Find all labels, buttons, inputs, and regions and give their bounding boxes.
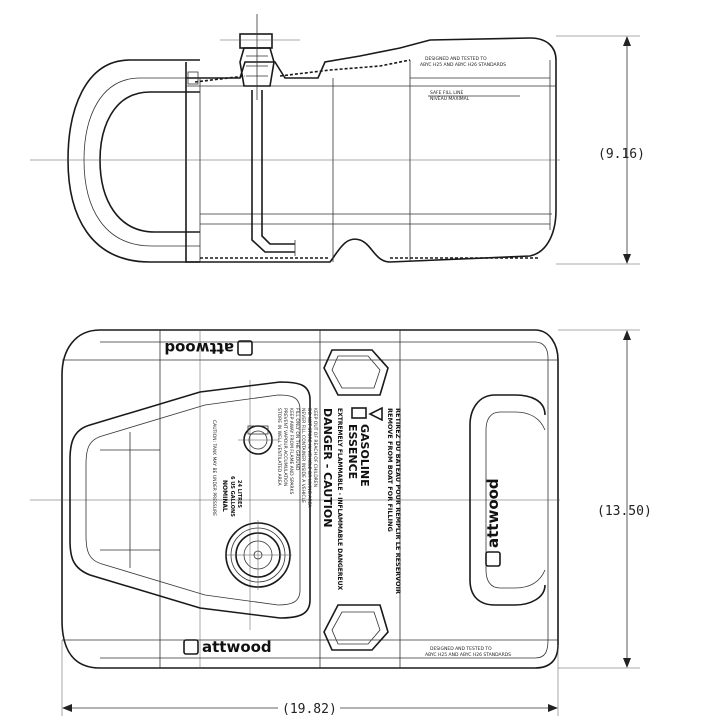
dimension-length: (19.82) xyxy=(61,640,559,717)
warning-sub: EXTREMELY FLAMMABLE - INFLAMMABLE DANGER… xyxy=(336,408,343,590)
top-certified: DESIGNED AND TESTED TO xyxy=(430,646,492,652)
svg-text:STORE IN WELL VENTILATED AREA: STORE IN WELL VENTILATED AREA xyxy=(276,408,282,487)
warning-title: DANGER - CAUTION xyxy=(321,408,334,527)
flame-warning-icon xyxy=(368,406,383,422)
fuel-fitting-icon xyxy=(220,14,300,100)
svg-text:attwood: attwood xyxy=(202,638,272,656)
grip-pad-bottom xyxy=(323,604,389,651)
top-view: attwood attwood attwood RETIREZ DU BATEA… xyxy=(30,329,560,669)
fuel-fr: ESSENCE xyxy=(346,424,359,479)
top-handle-recess xyxy=(69,381,311,619)
capacity-title: NOMINAL xyxy=(221,480,228,512)
side-logo-icon xyxy=(187,71,199,85)
side-certified: DESIGNED AND TESTED TO xyxy=(425,56,487,62)
grip-pad-top xyxy=(323,349,389,396)
svg-text:NEVER FILL CONTAINER INSIDE A: NEVER FILL CONTAINER INSIDE A VEHICLE xyxy=(300,408,306,503)
fuel-cap-icon xyxy=(225,520,292,590)
side-fill-line: SAFE FILL LINE xyxy=(430,90,463,96)
warning-remove: REMOVE FROM BOAT FOR FILLING xyxy=(386,408,394,532)
warning-label: RETIREZ DU BATEAU POUR REMPLIR LE RESERV… xyxy=(276,406,402,594)
fuel-pump-icon xyxy=(351,407,367,419)
side-fill-line-fr: NIVEAU MAXIMAL xyxy=(430,96,470,102)
svg-text:KEEP OUT OF REACH OF CHILDREN: KEEP OUT OF REACH OF CHILDREN xyxy=(312,408,318,487)
side-handle-inner xyxy=(99,91,200,233)
fuel-en: GASOLINE xyxy=(358,424,371,487)
side-body-outline xyxy=(185,37,557,263)
caution-tank: CAUTION: TANK MAY BE UNDER PRESSURE xyxy=(211,420,217,516)
dimension-height-label: (9.16) xyxy=(598,147,645,162)
top-body-outline xyxy=(61,329,559,669)
warning-remove-fr: RETIREZ DU BATEAU POUR REMPLIR LE RESERV… xyxy=(394,408,402,594)
dimension-length-label: (19.82) xyxy=(282,702,337,717)
svg-text:attwood: attwood xyxy=(484,478,502,548)
top-handle-right xyxy=(469,394,546,606)
top-certified-sub: ABYC H25 AND ABYC H26 STANDARDS xyxy=(425,652,511,658)
svg-text:PREVENT VAPOUR ACCUMULATION: PREVENT VAPOUR ACCUMULATION xyxy=(282,408,288,486)
svg-text:attwood: attwood xyxy=(164,339,234,357)
svg-text:KEEP AWAY FROM FLAME AND SPARK: KEEP AWAY FROM FLAME AND SPARKS xyxy=(288,408,294,495)
dimension-height: (9.16) xyxy=(556,35,645,265)
dimension-width-label: (13.50) xyxy=(597,504,652,519)
capacity-label: CAUTION: TANK MAY BE UNDER PRESSURE NOMI… xyxy=(211,420,242,517)
svg-text:DO NOT STORE IN VEHICLE OR LIV: DO NOT STORE IN VEHICLE OR LIVING AREA xyxy=(306,408,312,508)
capacity-gal: 6 US GALLONS xyxy=(229,476,235,517)
svg-text:FILL ONLY ON THE GROUND: FILL ONLY ON THE GROUND xyxy=(294,408,300,471)
vent-icon xyxy=(238,425,280,455)
dimension-width: (13.50) xyxy=(558,329,652,669)
attwood-logo-icon: attwood attwood attwood xyxy=(164,339,502,656)
capacity-l: 24 LITRES xyxy=(236,480,242,508)
side-view: DESIGNED AND TESTED TO ABYC H25 AND ABYC… xyxy=(30,14,560,263)
pickup-tube xyxy=(251,90,295,253)
side-certified-sub: ABYC H25 AND ABYC H26 STANDARDS xyxy=(420,62,506,68)
